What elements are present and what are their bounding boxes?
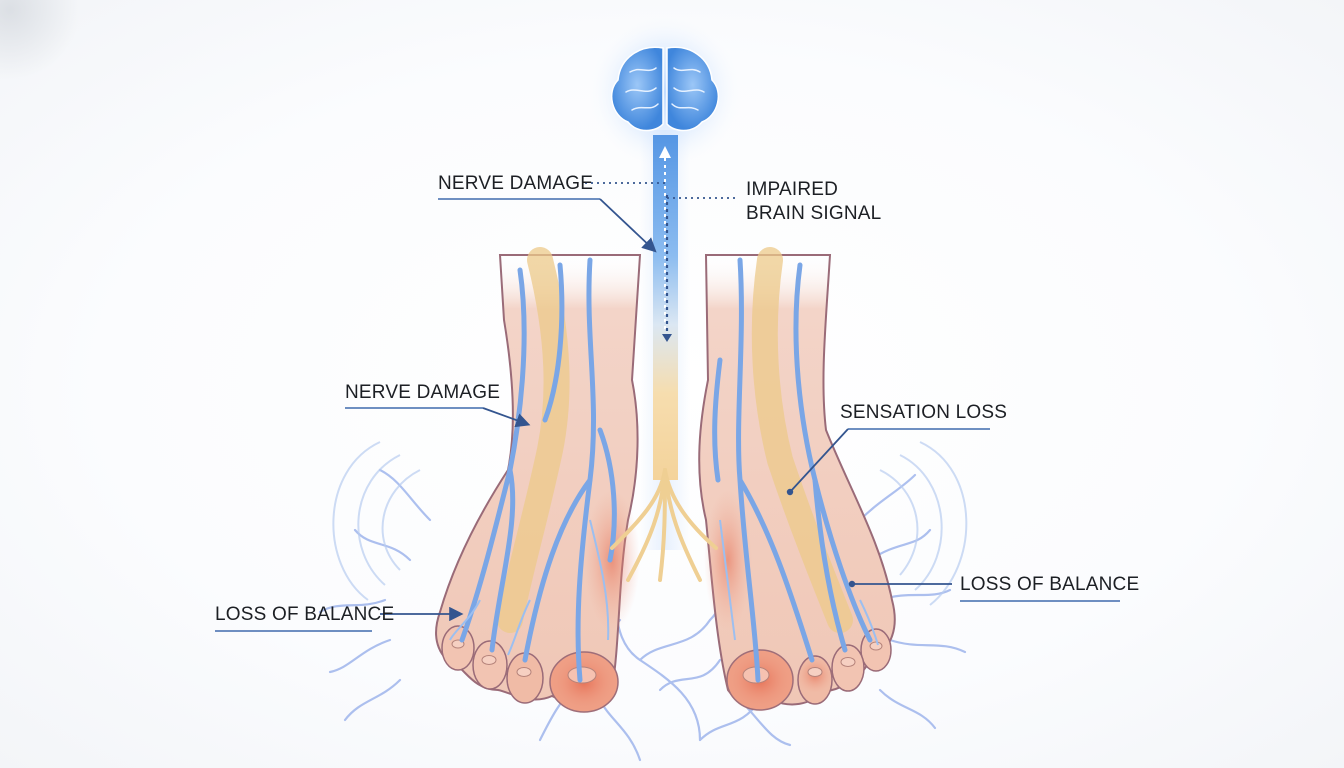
label-nerve-damage-left: NERVE DAMAGE — [345, 382, 501, 403]
vibration-ripples — [332, 441, 968, 606]
label-impaired-signal-line2: BRAIN SIGNAL — [746, 203, 882, 224]
right-foot — [698, 247, 896, 712]
label-loss-of-balance-left: LOSS OF BALANCE — [215, 604, 395, 625]
arrow-up-icon — [659, 146, 671, 330]
left-foot — [435, 247, 642, 714]
label-loss-of-balance-right: LOSS OF BALANCE — [960, 574, 1140, 595]
arrow-down-icon — [662, 195, 672, 342]
nerve-root-fan — [610, 468, 718, 582]
label-impaired-signal-line1: IMPAIRED — [746, 179, 839, 200]
brain-icon — [610, 46, 720, 132]
leader-lines — [215, 182, 1120, 632]
label-sensation-loss: SENSATION LOSS — [840, 402, 1008, 423]
label-nerve-damage-top: NERVE DAMAGE — [438, 173, 594, 194]
brain-glow — [585, 12, 745, 172]
